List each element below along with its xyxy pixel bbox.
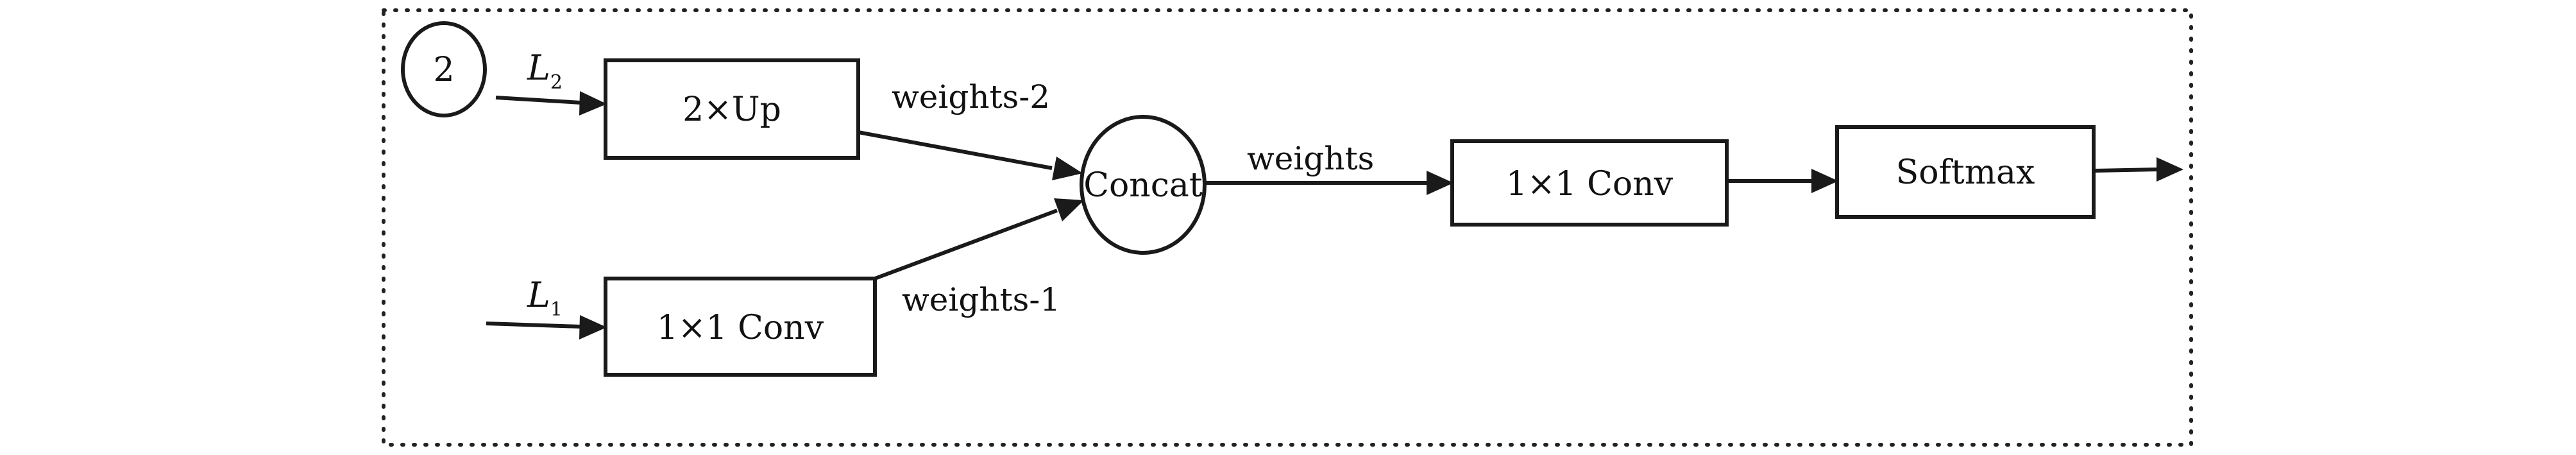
conv-output-label: 1×1 Conv [1506,165,1674,203]
svg-text:L2: L2 [527,47,563,94]
input-l1-subscript: 1 [550,298,563,321]
upsample-node: 2×Up [604,58,860,160]
edge-label-weights-2: weights-2 [892,78,1050,116]
input-l2: L2 [495,47,607,116]
input-l1-arrow [486,322,582,329]
step-badge-label: 2 [433,51,454,89]
edge-label-weights-1: weights-1 [902,281,1060,318]
step-badge: 2 [401,21,487,117]
edge-conv-softmax [1727,169,1838,193]
edge-conv-concat: weights-1 [874,198,1084,318]
concat-label: Concat [1083,166,1203,205]
edge-upsample-concat: weights-2 [858,78,1083,180]
softmax-label: Softmax [1896,153,2035,192]
upsample-label: 2×Up [682,90,781,129]
edge-label-weights: weights [1247,140,1374,177]
input-l1-symbol: L [527,275,550,315]
svg-text:L1: L1 [527,275,563,321]
conv-output-node: 1×1 Conv [1450,139,1729,227]
input-l1-arrowhead [579,315,607,339]
softmax-node: Softmax [1835,125,2096,219]
concat-node: Concat [1080,115,1207,255]
conv-input-label: 1×1 Conv [657,309,824,347]
input-l1: L1 [486,275,607,339]
edge-concat-conv: weights [1205,140,1453,195]
conv-input-node: 1×1 Conv [604,277,877,377]
input-l2-arrowhead [579,91,607,116]
output-arrow [2093,157,2183,182]
input-l2-arrow [495,96,582,105]
input-l2-symbol: L [527,47,550,88]
input-l2-subscript: 2 [550,71,563,94]
dotted-frame [382,8,2193,447]
